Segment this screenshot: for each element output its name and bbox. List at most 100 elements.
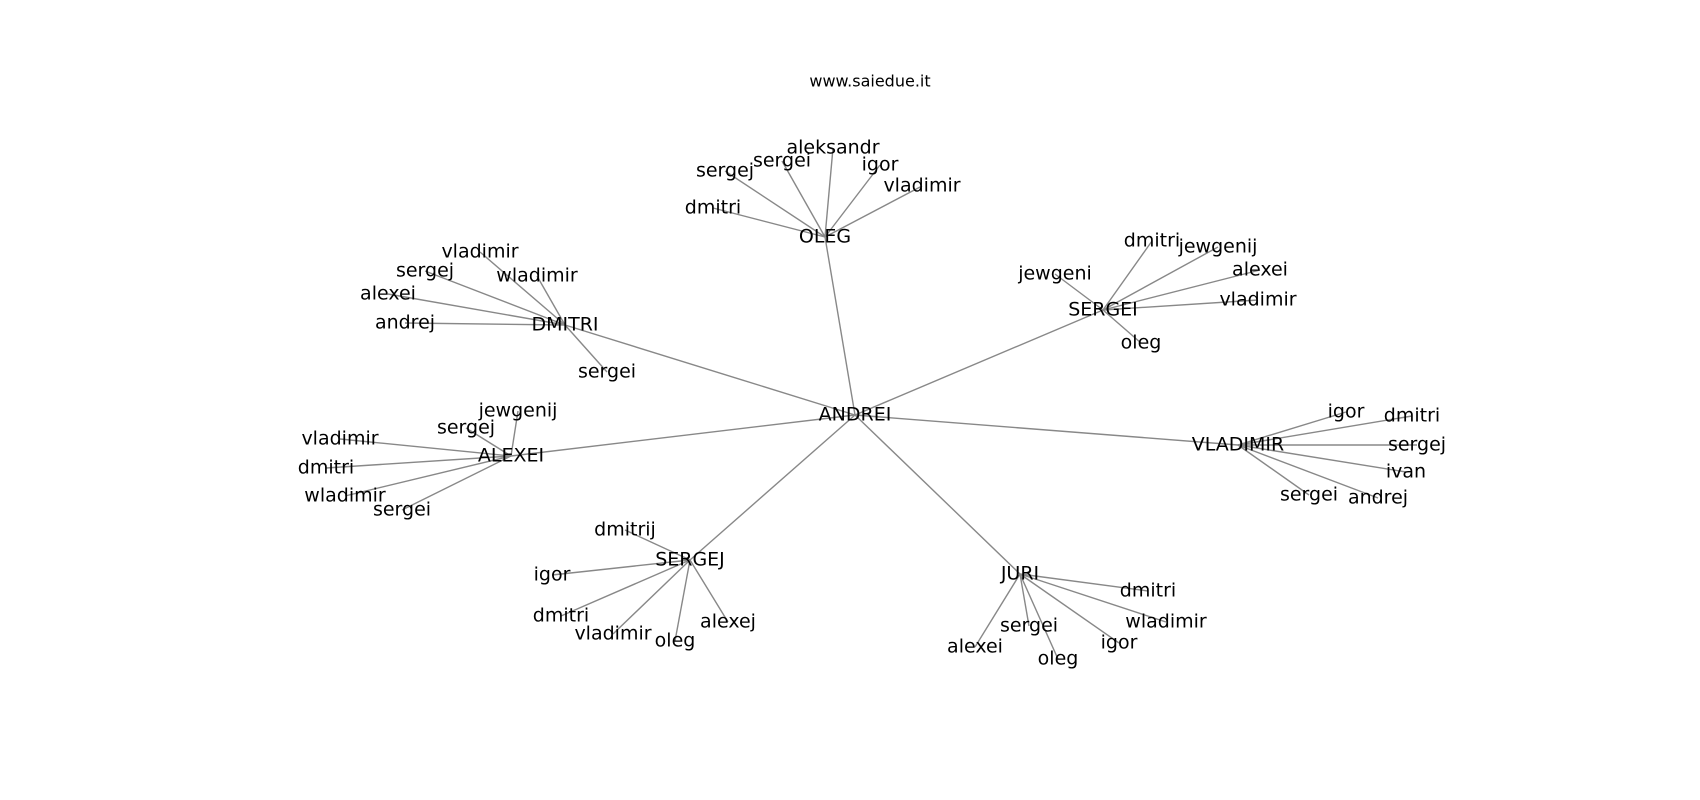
edge-alexei-sergej	[465, 427, 512, 457]
leaf-node-label-dmitri-sergej: sergej	[396, 260, 454, 282]
edge-dmitri-sergei	[564, 324, 608, 373]
edge-oleg-aleksandr	[824, 147, 834, 238]
leaf-node-label-juri-oleg: oleg	[1038, 648, 1079, 670]
leaf-node-label-juri-wladimir: wladimir	[1125, 611, 1207, 633]
edge-sergej-vladimir	[612, 559, 691, 635]
leaf-node-label-oleg-dmitri: dmitri	[685, 197, 741, 219]
edge-dmitri-alexei	[387, 293, 566, 326]
edge-root-dmitri	[564, 324, 856, 416]
leaf-node-label-sergei-dmitri: dmitri	[1124, 230, 1180, 252]
edge-juri-dmitri	[1019, 573, 1149, 592]
leaf-node-label-alexei-wladimir: wladimir	[304, 485, 386, 507]
edge-vladimir-sergei	[1237, 444, 1310, 496]
edge-sergej-dmitrij	[624, 529, 691, 561]
edge-alexei-wladimir	[344, 455, 512, 497]
edge-sergej-alexej	[689, 559, 729, 623]
edge-dmitri-andrej	[404, 322, 566, 326]
edge-alexei-vladimir	[339, 438, 512, 457]
edge-vladimir-ivan	[1237, 444, 1407, 473]
hub-node-label-vladimir: VLADIMIR	[1192, 434, 1284, 456]
leaf-node-label-sergej-vladimir: vladimir	[574, 623, 651, 645]
leaf-node-label-sergei-oleg: oleg	[1121, 332, 1162, 354]
leaf-node-label-sergei-jewgeni: jewgeni	[1017, 263, 1092, 285]
site-title: www.saiedue.it	[809, 72, 930, 91]
edge-root-sergej	[689, 414, 856, 561]
edge-vladimir-igor	[1237, 411, 1347, 446]
edge-dmitri-wladimir	[536, 275, 566, 326]
leaf-node-label-dmitri-alexei: alexei	[360, 283, 416, 305]
leaf-node-label-sergej-alexej: alexej	[700, 611, 756, 633]
leaf-node-label-dmitri-wladimir: wladimir	[496, 265, 578, 287]
leaf-node-label-sergei-vladimir: vladimir	[1219, 289, 1296, 311]
leaf-node-label-vladimir-sergej: sergej	[1388, 434, 1446, 456]
leaf-node-label-sergej-igor: igor	[534, 564, 571, 586]
edge-alexei-dmitri	[325, 455, 512, 469]
edge-oleg-dmitri	[712, 207, 826, 238]
leaf-node-label-vladimir-ivan: ivan	[1386, 461, 1426, 483]
leaf-node-label-oleg-igor: igor	[862, 154, 899, 176]
leaf-node-label-vladimir-igor: igor	[1328, 401, 1365, 423]
hub-node-label-oleg: OLEG	[799, 226, 851, 248]
edge-oleg-sergej	[724, 170, 826, 238]
leaf-node-label-alexei-vladimir: vladimir	[301, 428, 378, 450]
edge-oleg-sergei	[781, 160, 826, 238]
edge-oleg-vladimir	[824, 185, 923, 238]
leaf-node-label-sergei-jewgenij: jewgenij	[1178, 236, 1258, 258]
edge-sergej-oleg	[674, 559, 691, 642]
edge-juri-igor	[1019, 573, 1120, 644]
edge-sergei-oleg	[1102, 309, 1142, 344]
edge-sergej-igor	[551, 559, 691, 576]
edge-root-oleg	[824, 236, 856, 416]
root-node-label: ANDREI	[819, 404, 892, 426]
edge-alexei-sergei	[401, 455, 512, 511]
leaf-node-label-sergej-dmitrij: dmitrij	[594, 519, 656, 541]
hub-node-label-juri: JURI	[1000, 563, 1039, 585]
leaf-node-label-juri-alexei: alexei	[947, 636, 1003, 658]
edge-root-sergei	[854, 309, 1104, 416]
leaf-node-label-alexei-jewgenij: jewgenij	[478, 400, 558, 422]
edge-sergej-dmitri	[560, 559, 691, 617]
edge-sergei-dmitri	[1102, 240, 1153, 311]
edge-juri-wladimir	[1019, 573, 1167, 623]
leaf-node-label-oleg-aleksandr: aleksandr	[786, 137, 879, 159]
leaf-node-label-alexei-dmitri: dmitri	[298, 457, 354, 479]
edge-root-alexei	[510, 414, 856, 457]
leaf-node-label-vladimir-sergei: sergei	[1280, 484, 1338, 506]
edges	[325, 147, 1417, 660]
edge-sergei-jewgenij	[1102, 246, 1219, 311]
hub-node-label-sergei: SERGEI	[1068, 299, 1138, 321]
edge-oleg-igor	[824, 164, 881, 238]
edge-juri-oleg	[1019, 573, 1059, 660]
edge-sergei-vladimir	[1102, 299, 1259, 311]
leaf-node-label-sergei-alexei: alexei	[1232, 259, 1288, 281]
edge-juri-sergei	[1019, 573, 1030, 627]
leaf-node-label-juri-igor: igor	[1101, 632, 1138, 654]
edge-root-vladimir	[854, 414, 1239, 446]
leaf-node-label-oleg-vladimir: vladimir	[883, 175, 960, 197]
leaf-node-label-vladimir-andrej: andrej	[1348, 487, 1408, 509]
leaf-node-label-sergej-dmitri: dmitri	[533, 605, 589, 627]
hub-node-label-alexei: ALEXEI	[478, 445, 544, 467]
leaf-node-label-vladimir-dmitri: dmitri	[1384, 405, 1440, 427]
edge-alexei-jewgenij	[510, 410, 519, 457]
edge-sergei-jewgeni	[1054, 273, 1104, 311]
edge-sergei-alexei	[1102, 269, 1261, 311]
leaf-node-label-alexei-sergej: sergej	[437, 417, 495, 439]
hub-node-label-dmitri: DMITRI	[531, 314, 598, 336]
edge-dmitri-vladimir	[479, 251, 566, 326]
leaf-node-label-alexei-sergei: sergei	[373, 499, 431, 521]
edge-vladimir-andrej	[1237, 444, 1379, 499]
leaf-node-label-dmitri-sergei: sergei	[578, 361, 636, 383]
edge-vladimir-dmitri	[1237, 415, 1413, 446]
leaf-node-label-dmitri-andrej: andrej	[375, 312, 435, 334]
hub-node-label-sergej: SERGEJ	[655, 549, 725, 571]
leaf-node-label-dmitri-vladimir: vladimir	[441, 241, 518, 263]
edge-juri-alexei	[974, 573, 1021, 648]
leaf-node-label-oleg-sergej: sergej	[696, 160, 754, 182]
edge-root-juri	[854, 414, 1021, 575]
leaf-node-label-juri-dmitri: dmitri	[1120, 580, 1176, 602]
leaf-node-label-oleg-sergei: sergei	[753, 150, 811, 172]
leaf-node-label-sergej-oleg: oleg	[655, 630, 696, 652]
